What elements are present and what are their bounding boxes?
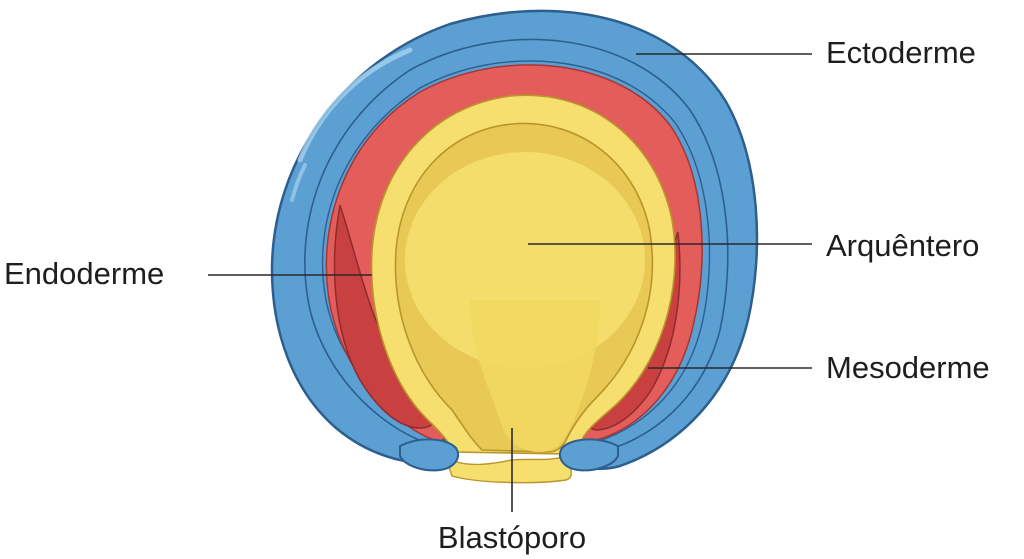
label-blastoporo: Blastóporo — [438, 520, 586, 555]
ectoderm-inner-line — [304, 38, 729, 453]
ectoderm-highlight-2 — [290, 163, 307, 202]
label-mesoderme: Mesoderme — [826, 350, 990, 385]
blastopore-lip-left — [399, 438, 459, 472]
ectoderm-inner-line-2 — [321, 60, 711, 443]
ectoderm-highlight — [297, 47, 413, 163]
label-endoderme: Endoderme — [4, 256, 164, 291]
archenteron-lower-fill — [470, 300, 600, 452]
blastopore-lip-right — [559, 438, 619, 472]
label-ectoderme: Ectoderme — [826, 35, 976, 70]
label-arquentero: Arquêntero — [826, 228, 979, 263]
blastopore-opening — [444, 455, 572, 484]
